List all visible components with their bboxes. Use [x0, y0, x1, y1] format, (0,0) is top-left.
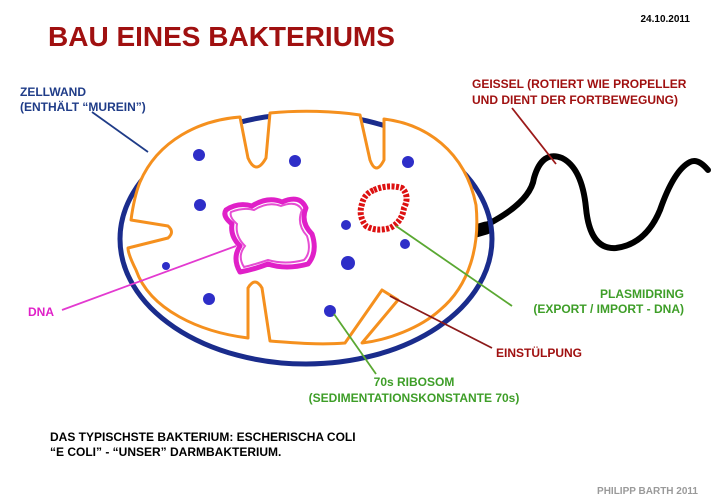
dna-nucleoid-inner: [229, 202, 310, 269]
leader-zellwand: [91, 111, 149, 153]
label-dna: DNA: [28, 305, 54, 319]
ribosome: [341, 256, 355, 270]
leader-ribosom: [333, 313, 377, 375]
label-geissel-sub: UND DIENT DER FORTBEWEGUNG): [472, 93, 678, 107]
leader-dna: [61, 245, 237, 311]
date-label: 24.10.2011: [641, 14, 691, 25]
diagram-title: BAU EINES BAKTERIUMS: [48, 21, 395, 52]
ribosome: [341, 220, 351, 230]
label-plasmidring-sub: (EXPORT / IMPORT - DNA): [533, 302, 684, 316]
ribosome: [162, 262, 170, 270]
leader-einstuelpung: [389, 295, 493, 349]
flagellum: [473, 153, 711, 252]
label-zellwand-sub: (ENTHÄLT “MUREIN”): [20, 99, 146, 114]
ribosome: [203, 293, 215, 305]
plasmid-ring: [357, 183, 410, 233]
label-plasmidring: PLASMIDRING: [600, 287, 684, 301]
ribosome: [324, 305, 336, 317]
ribosome: [289, 155, 301, 167]
leader-geissel: [511, 107, 557, 165]
label-geissel: GEISSEL (ROTIERT WIE PROPELLER: [472, 77, 687, 91]
label-zellwand: ZELLWAND: [20, 85, 86, 99]
ribosome: [402, 156, 414, 168]
credit-label: PHILIPP BARTH 2011: [597, 486, 698, 497]
caption-line-2: “E COLI” - “UNSER” DARMBAKTERIUM.: [50, 445, 281, 459]
ribosome: [400, 239, 410, 249]
ribosome: [193, 149, 205, 161]
label-ribosom: 70s RIBOSOM: [374, 375, 455, 389]
label-einstuelpung: EINSTÜLPUNG: [496, 345, 582, 360]
leader-plasmidring: [395, 225, 513, 307]
label-ribosom-sub: (SEDIMENTATIONSKONSTANTE 70s): [309, 391, 520, 405]
dna-nucleoid: [222, 196, 317, 275]
ribosome: [194, 199, 206, 211]
caption-line-1: DAS TYPISCHSTE BAKTERIUM: ESCHERISCHA CO…: [50, 430, 356, 444]
